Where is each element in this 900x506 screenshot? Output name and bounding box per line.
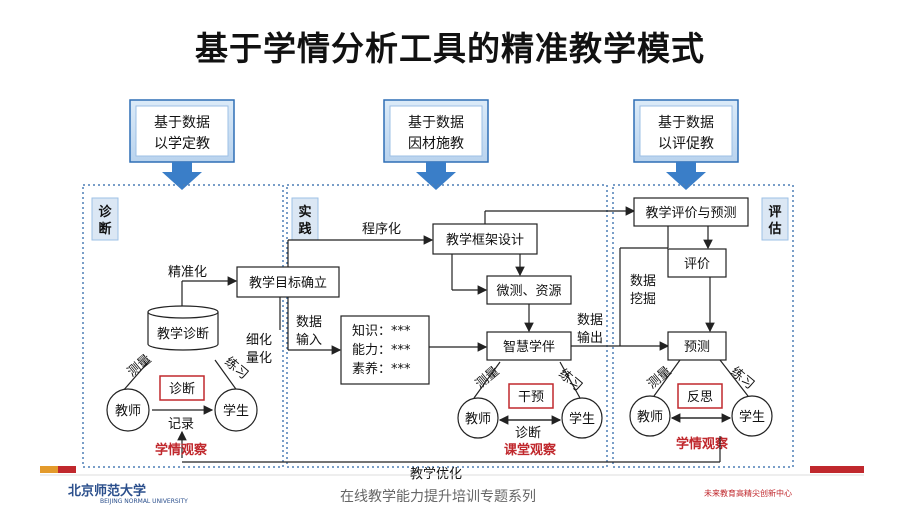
- section-practice-2: 践: [298, 221, 311, 237]
- frame-evaluate: [612, 184, 794, 468]
- knowledge: 知识：***: [352, 323, 411, 339]
- page-title: 基于学情分析工具的精准教学模式: [195, 29, 705, 68]
- label-precision: 精准化: [168, 265, 207, 280]
- eval-predict-box: 教学评价与预测: [645, 205, 736, 221]
- middle-practice: 练习: [555, 366, 585, 394]
- refine-1: 细化: [246, 333, 272, 348]
- banner-right-line2: 以评促教: [658, 136, 714, 152]
- section-diagnose-1: 诊: [98, 204, 112, 220]
- middle-observe: 课堂观察: [504, 442, 557, 458]
- frame-practice: [286, 184, 608, 468]
- section-evaluate-1: 评: [768, 205, 781, 220]
- refine-2: 量化: [246, 351, 272, 366]
- literacy: 素养：***: [352, 361, 411, 377]
- ability: 能力：***: [352, 343, 411, 358]
- banner-right: 基于数据 以评促教: [633, 99, 739, 190]
- section-label-evaluate: 评 估: [761, 197, 789, 241]
- footer-right-logo: 未来教育高精尖创新中心: [704, 489, 792, 498]
- banner-left: 基于数据 以学定教: [129, 99, 235, 190]
- section-label-practice: 实 践: [291, 197, 319, 241]
- banner-middle-line2: 因材施教: [408, 136, 464, 152]
- left-center-label: 诊断: [169, 382, 195, 397]
- evaluate-box: 评价: [684, 257, 710, 272]
- proceduralize: 程序化: [362, 222, 401, 237]
- right-center-label: 反思: [687, 390, 713, 405]
- section-diagnose-2: 断: [98, 221, 111, 237]
- footer-logo-text: 北京师范大学: [68, 484, 147, 499]
- banner-left-line2: 以学定教: [154, 136, 210, 152]
- footer-left-sub: BEIJING NORMAL UNIVERSITY: [100, 498, 188, 505]
- left-teacher: 教师: [115, 403, 141, 419]
- banner-middle: 基于数据 因材施教: [383, 99, 489, 190]
- section-practice-1: 实: [298, 204, 311, 220]
- middle-teacher: 教师: [465, 411, 491, 427]
- data-in-1: 数据: [296, 315, 322, 330]
- left-observe: 学情观察: [155, 442, 208, 458]
- right-observe: 学情观察: [676, 436, 729, 452]
- data-out-1: 数据: [577, 313, 603, 328]
- section-evaluate-2: 估: [767, 221, 781, 237]
- mining-1: 数据: [630, 274, 656, 289]
- predict-box: 预测: [684, 340, 710, 355]
- section-label-diagnose: 诊 断: [91, 197, 119, 241]
- middle-measure: 测量: [473, 364, 503, 392]
- footer-series: 在线教学能力提升培训专题系列: [340, 489, 536, 505]
- middle-student: 学生: [569, 411, 595, 427]
- banner-left-arrow: [162, 162, 202, 190]
- banner-middle-arrow: [416, 162, 456, 190]
- middle-diagnose: 诊断: [515, 426, 541, 441]
- banner-right-arrow: [666, 162, 706, 190]
- banner-right-line1: 基于数据: [658, 114, 714, 131]
- resources-box: 微测、资源: [496, 284, 561, 299]
- data-in-2: 输入: [296, 332, 322, 348]
- banner-middle-line1: 基于数据: [408, 114, 464, 131]
- framework-box: 教学框架设计: [446, 232, 524, 248]
- left-measure: 测量: [125, 352, 155, 380]
- right-teacher: 教师: [637, 409, 663, 425]
- footer-left-logo: 北京师范大学: [68, 480, 146, 499]
- middle-center-label: 干预: [518, 390, 544, 405]
- banner-left-line1: 基于数据: [154, 114, 210, 131]
- frame-diagnose: [82, 184, 284, 468]
- diagnosis-cylinder: 教学诊断: [147, 305, 219, 351]
- bottom-optimize: 教学优化: [410, 466, 462, 482]
- diagnosis-box-label: 教学诊断: [157, 326, 209, 342]
- mining-2: 挖掘: [630, 292, 656, 307]
- right-student: 学生: [739, 409, 765, 425]
- left-student: 学生: [223, 403, 249, 419]
- left-record: 记录: [168, 417, 194, 432]
- goal-box: 教学目标确立: [249, 275, 327, 291]
- partner-box: 智慧学伴: [503, 339, 555, 355]
- data-out-2: 输出: [577, 330, 603, 346]
